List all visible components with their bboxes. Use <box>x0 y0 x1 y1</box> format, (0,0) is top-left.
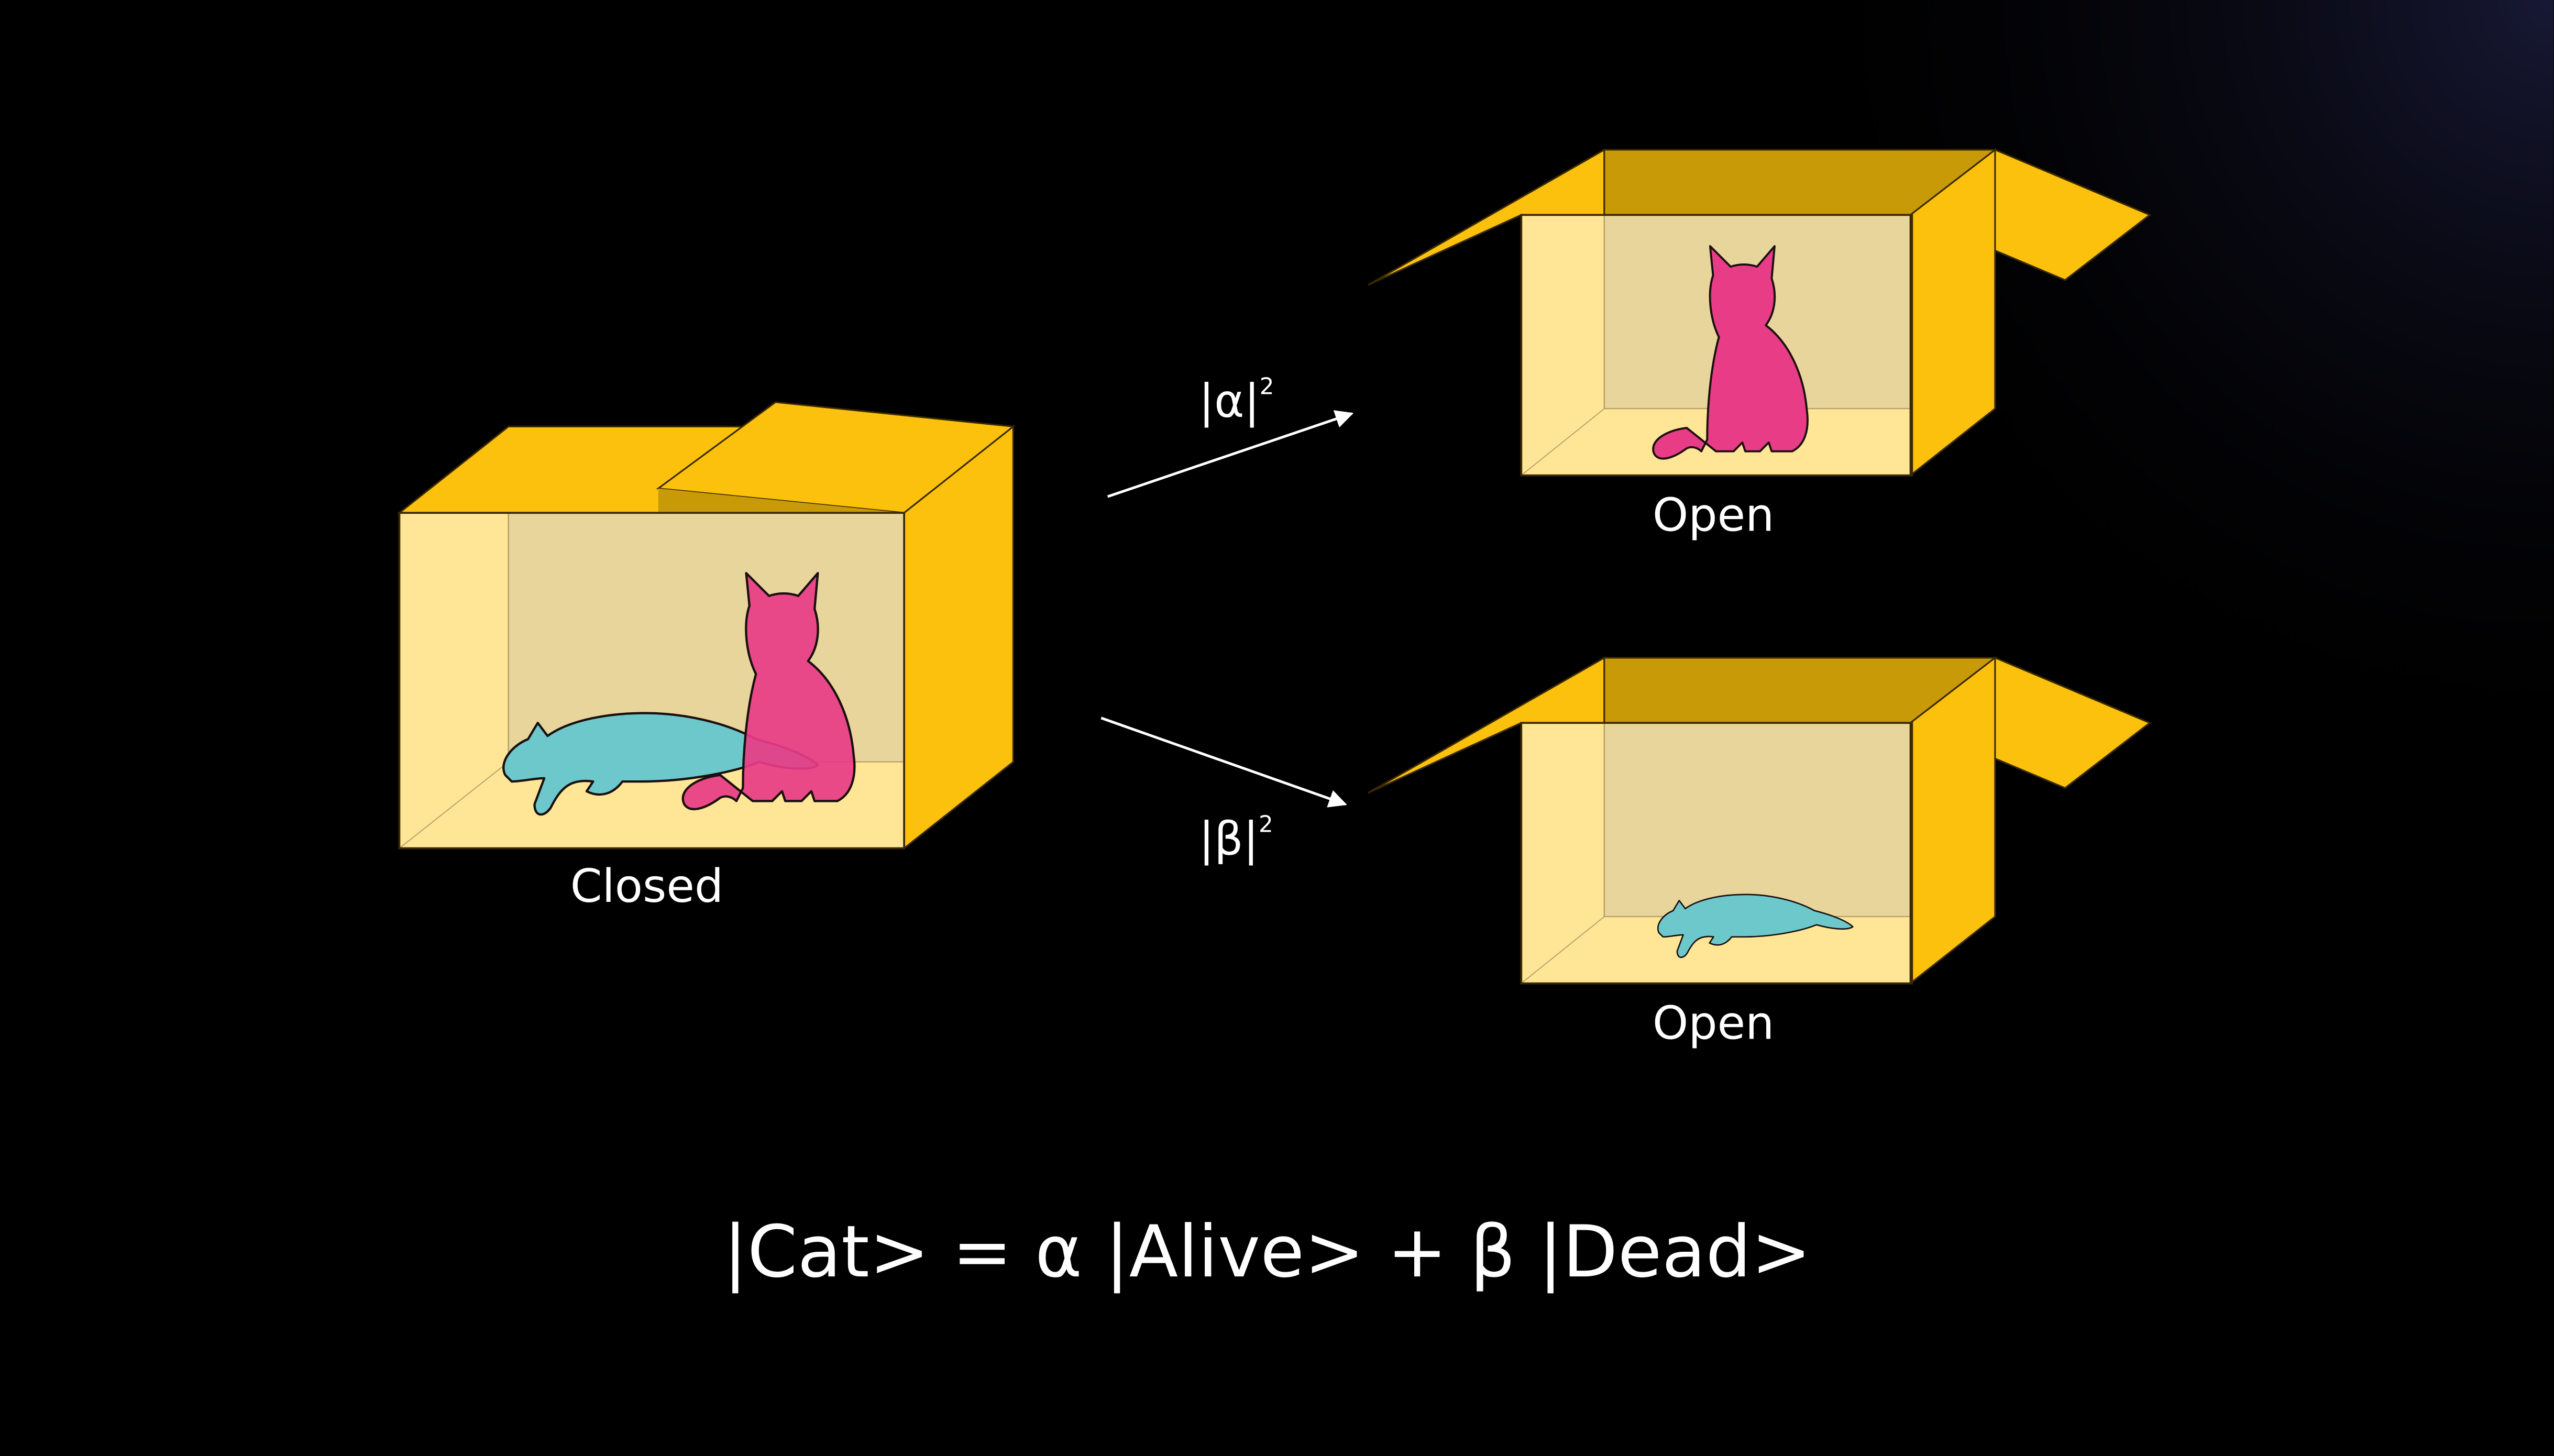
open-box-alive <box>1368 148 2152 477</box>
prob-alive-label: |α|2 <box>1199 373 1274 428</box>
open-box-dead <box>1368 656 2152 985</box>
open-alive-label: Open <box>1653 488 1774 542</box>
superposition-equation: |Cat> = α |Alive> + β |Dead> <box>723 1210 1811 1294</box>
arrow-to-alive <box>1107 410 1354 498</box>
arrow-to-dead <box>1100 716 1347 808</box>
prob-dead-label: |β|2 <box>1199 812 1273 867</box>
open-dead-label: Open <box>1653 996 1774 1050</box>
closed-label: Closed <box>570 859 723 913</box>
closed-box <box>397 401 1016 850</box>
